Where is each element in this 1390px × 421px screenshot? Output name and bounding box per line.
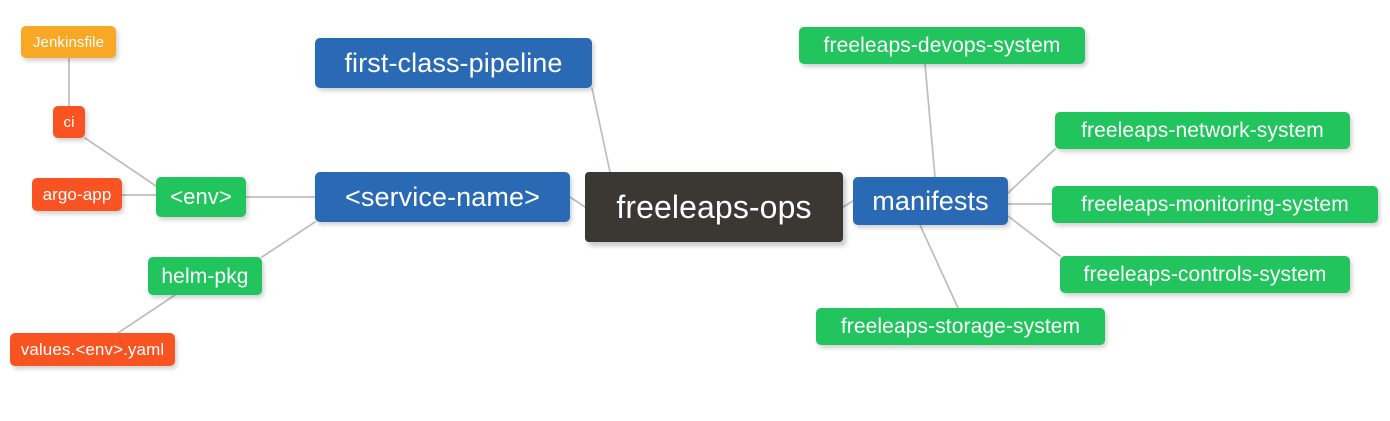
mindmap-edge xyxy=(1007,215,1061,257)
mindmap-node-label: <service-name> xyxy=(345,181,540,212)
mindmap-node-label: ci xyxy=(63,113,75,131)
mindmap-node-label: argo-app xyxy=(42,185,112,204)
mindmap-node-label: <env> xyxy=(170,184,232,209)
mindmap-node-label: freeleaps-storage-system xyxy=(840,315,1081,338)
mindmap-node-freeleaps-monitoring-system[interactable]: freeleaps-monitoring-system xyxy=(1052,186,1378,223)
mindmap-node-label: manifests xyxy=(872,185,989,216)
mindmap-node-freeleaps-controls-system[interactable]: freeleaps-controls-system xyxy=(1060,256,1350,293)
mindmap-node-label: freeleaps-devops-system xyxy=(823,34,1061,57)
mindmap-node-env[interactable]: <env> xyxy=(156,177,246,217)
mindmap-node-freeleaps-storage-system[interactable]: freeleaps-storage-system xyxy=(816,308,1105,345)
mindmap-node-label: freeleaps-monitoring-system xyxy=(1081,193,1349,216)
mindmap-node-argo-app[interactable]: argo-app xyxy=(32,178,122,211)
mindmap-node-label: freeleaps-controls-system xyxy=(1083,263,1327,286)
mindmap-node-freeleaps-network-system[interactable]: freeleaps-network-system xyxy=(1055,112,1350,149)
mindmap-node-values-env-yaml[interactable]: values.<env>.yaml xyxy=(10,333,175,366)
mindmap-edge xyxy=(591,87,611,173)
mindmap-node-jenkinsfile[interactable]: Jenkinsfile xyxy=(21,26,116,58)
mindmap-node-first-class-pipeline[interactable]: first-class-pipeline xyxy=(315,38,592,88)
mindmap-edge xyxy=(1007,148,1056,194)
mindmap-node-label: helm-pkg xyxy=(161,264,249,288)
mindmap-edge xyxy=(842,200,854,208)
mindmap-edge xyxy=(117,294,176,334)
mindmap-node-service-name[interactable]: <service-name> xyxy=(315,172,570,222)
mindmap-node-helm-pkg[interactable]: helm-pkg xyxy=(148,257,262,295)
mindmap-edge xyxy=(261,221,316,258)
mindmap-node-label: Jenkinsfile xyxy=(32,33,105,51)
mindmap-edge xyxy=(569,196,586,208)
mindmap-node-freeleaps-devops-system[interactable]: freeleaps-devops-system xyxy=(799,27,1085,64)
mindmap-node-label: first-class-pipeline xyxy=(344,47,563,78)
mindmap-node-label: freeleaps-ops xyxy=(616,189,812,225)
mindmap-node-manifests[interactable]: manifests xyxy=(853,177,1008,225)
mindmap-node-ci[interactable]: ci xyxy=(53,106,85,138)
mindmap-node-label: values.<env>.yaml xyxy=(20,340,165,359)
mindmap-node-label: freeleaps-network-system xyxy=(1081,119,1324,142)
mindmap-edge xyxy=(924,63,936,178)
mindmap-edge xyxy=(919,224,959,309)
mindmap-node-freeleaps-ops[interactable]: freeleaps-ops xyxy=(585,172,843,242)
